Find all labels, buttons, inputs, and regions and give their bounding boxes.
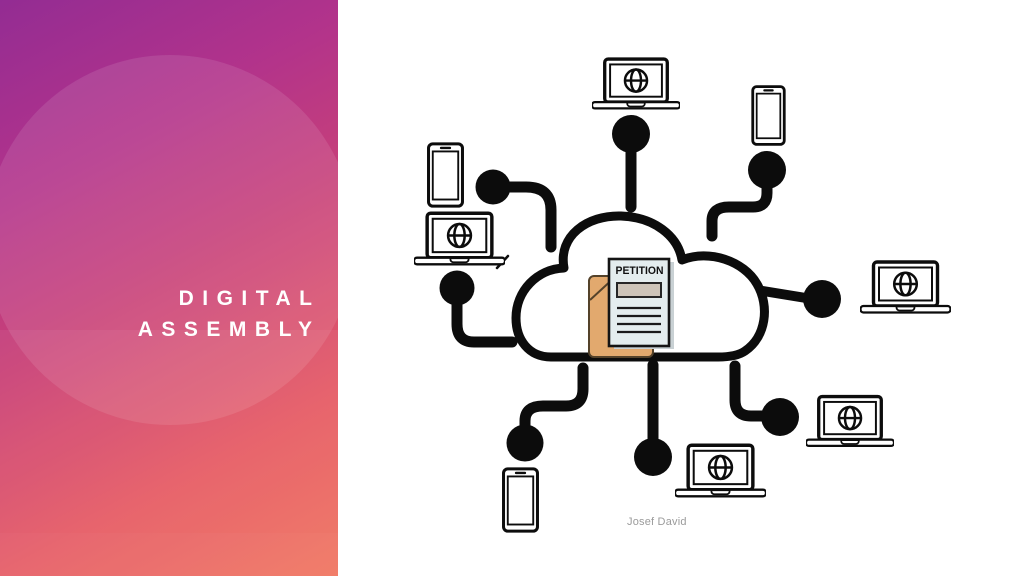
laptop-icon-mid-left	[414, 211, 505, 266]
phone-icon-bottom-left	[501, 467, 540, 533]
credit-text: Josef David	[627, 516, 687, 528]
decorative-band-upper	[0, 330, 338, 533]
node-dot-upper-left	[475, 169, 511, 205]
connector-bottom-left	[519, 362, 589, 434]
node-dot-top-center	[612, 115, 650, 153]
connector-mid-left	[451, 289, 518, 348]
illustration-panel: PETITION Josef David	[338, 0, 1024, 576]
title-line-2: ASSEMBLY	[137, 318, 321, 341]
connector-top-right	[706, 172, 773, 242]
connector-mid-right	[758, 286, 811, 303]
laptop-icon-bottom-right	[806, 394, 894, 448]
node-dot-bottom-left	[506, 424, 544, 462]
title-line-1: DIGITAL	[178, 287, 321, 310]
node-dot-bottom-right	[761, 398, 799, 436]
node-dots	[439, 115, 841, 476]
petition-title: PETITION	[616, 265, 664, 277]
title-panel: DIGITAL ASSEMBLY	[0, 0, 338, 576]
node-dot-mid-left	[439, 270, 475, 306]
phone-icon-top-right	[751, 85, 786, 146]
decorative-circle	[0, 55, 338, 425]
petition-text-lines	[617, 306, 661, 334]
cloud-network-illustration: PETITION	[414, 57, 951, 533]
petition-header-box	[616, 282, 662, 298]
node-dot-top-right	[748, 151, 786, 189]
laptop-icon-mid-right	[860, 260, 951, 314]
node-dot-mid-right	[803, 280, 841, 318]
phone-icon-upper-left	[426, 142, 465, 208]
petition-document: PETITION	[588, 257, 674, 358]
connector-lines	[451, 134, 811, 447]
connector-upper-left	[494, 181, 557, 253]
decorative-band-lower	[0, 533, 338, 576]
laptop-icon-bottom-center	[675, 443, 766, 498]
slide-title: DIGITAL ASSEMBLY	[138, 283, 312, 345]
connector-bottom-right	[729, 360, 769, 422]
node-dot-bottom-center	[634, 438, 672, 476]
laptop-icon-top-center	[592, 57, 680, 110]
